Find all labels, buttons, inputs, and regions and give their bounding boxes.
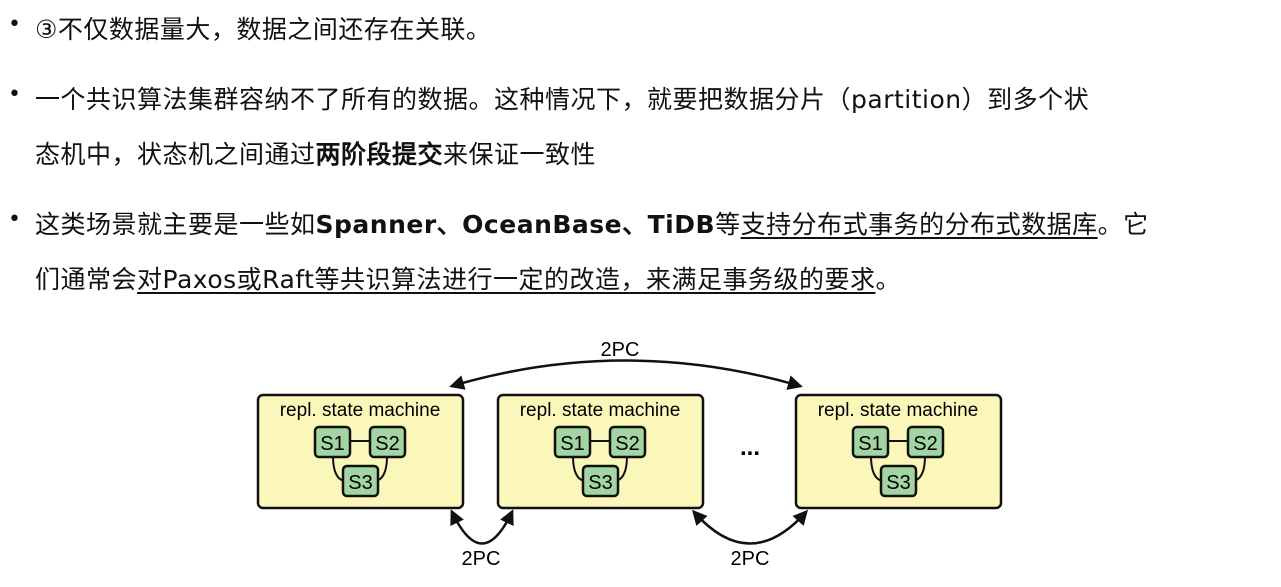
bold-text: Spanner、OceanBase、TiDB xyxy=(315,210,716,239)
ellipsis: ... xyxy=(740,434,760,461)
server-node-label: S1 xyxy=(560,433,584,455)
bottom-2pc-arrow-1 xyxy=(450,509,514,545)
bullet-text-3-line-2: 们通常会对Paxos或Raft等共识算法进行一定的改造，来满足事务级的要求。 xyxy=(35,260,901,296)
bold-text: 两阶段提交 xyxy=(315,140,444,169)
bullet-marker: • xyxy=(8,207,21,232)
server-node-label: S3 xyxy=(348,472,372,494)
server-node-s2 xyxy=(368,425,407,459)
bullet-text-2-line-1: 一个共识算法集群容纳不了所有的数据。这种情况下，就要把数据分片（partitio… xyxy=(35,85,1090,114)
server-node-s3 xyxy=(341,464,380,498)
text: 。 xyxy=(875,265,901,294)
bottom-2pc-label-1: 2PC xyxy=(462,548,501,570)
state-machine-label: repl. state machine xyxy=(280,400,441,421)
bullet-text-3-line-1: 这类场景就主要是一些如Spanner、OceanBase、TiDB等支持分布式事… xyxy=(35,205,1149,241)
text: 这类场景就主要是一些如 xyxy=(35,210,316,239)
bullet-text-2-line-2: 态机中，状态机之间通过两阶段提交来保证一致性 xyxy=(35,135,596,171)
server-node-label: S3 xyxy=(886,472,910,494)
bottom-2pc-label-2: 2PC xyxy=(731,548,770,570)
underlined-text: 对Paxos或Raft等共识算法进行一定的改造，来满足事务级的要求 xyxy=(137,265,876,294)
state-machine-label: repl. state machine xyxy=(818,400,979,421)
text: 。它 xyxy=(1097,210,1149,239)
top-2pc-label: 2PC xyxy=(601,339,640,361)
state-machine-label: repl. state machine xyxy=(520,400,681,421)
server-node-s3 xyxy=(581,464,620,498)
bullet-marker: • xyxy=(8,82,21,107)
server-node-label: S2 xyxy=(375,433,399,455)
top-2pc-arrow xyxy=(449,359,803,390)
server-node-s1 xyxy=(553,425,592,459)
server-node-label: S2 xyxy=(913,433,937,455)
text: 们通常会 xyxy=(35,265,138,294)
text: 等 xyxy=(715,210,741,239)
underlined-text: 支持分布式事务的分布式数据库 xyxy=(740,210,1098,239)
server-node-label: S2 xyxy=(615,433,639,455)
server-node-s1 xyxy=(313,425,352,459)
bullet-marker: • xyxy=(8,12,21,37)
bullet-text-1: ③不仅数据量大，数据之间还存在关联。 xyxy=(35,15,492,44)
state-machine-box xyxy=(256,393,465,510)
server-node-s1 xyxy=(851,425,890,459)
server-node-label: S1 xyxy=(320,433,344,455)
bottom-2pc-arrow-2 xyxy=(692,509,808,545)
state-machine-box xyxy=(496,393,705,510)
server-node-s2 xyxy=(608,425,647,459)
text: 态机中，状态机之间通过 xyxy=(35,140,316,169)
server-node-s2 xyxy=(906,425,945,459)
state-machine-box xyxy=(794,393,1003,510)
server-node-s3 xyxy=(879,464,918,498)
server-node-label: S3 xyxy=(588,472,612,494)
server-node-label: S1 xyxy=(858,433,882,455)
text: 来保证一致性 xyxy=(443,140,597,169)
